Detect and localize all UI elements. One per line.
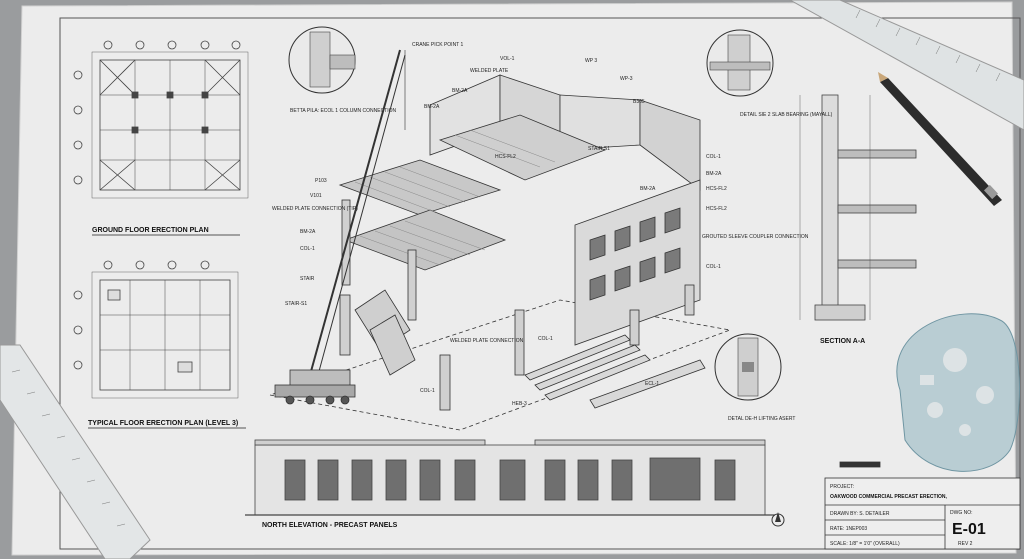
project-name: OAKWOOD COMMERCIAL PRECAST ERECTION, — [830, 494, 947, 500]
typical-floor-plan — [73, 260, 239, 399]
pencil-icon — [878, 72, 1002, 206]
callout-stair-s1: STAIR S1 — [588, 146, 610, 152]
callout-welded-plate-top: WELDED PLATE — [470, 68, 509, 74]
date: RATE: 1NEP003 — [830, 526, 867, 532]
callout-ecol1: ECL-1 — [645, 381, 659, 387]
north-elevation-title: NORTH ELEVATION - PRECAST PANELS — [262, 522, 398, 529]
callout-bm2a-b: BM-2A — [424, 104, 440, 110]
north-elevation — [245, 439, 775, 516]
callout-p103: P103 — [315, 178, 327, 184]
callout-vol1: VOL-1 — [500, 56, 515, 62]
callout-wp3-b: WP-3 — [620, 76, 633, 82]
drafting-template-icon — [896, 313, 1020, 472]
callout-col1-d: COL-1 — [538, 336, 553, 342]
callout-hcs-c: HCS-FL2 — [706, 206, 727, 212]
detail-slab-bearing-label: DETAIL SIE 2 SLAB BEARING (MAYALL) — [740, 112, 833, 118]
callout-grouted-sleeve: GROUTED SLEEVE COUPLER CONNECTION — [702, 234, 809, 240]
revision: REV 2 — [958, 541, 973, 547]
title-block — [824, 461, 1021, 550]
callout-welded-plate-conn: WELDED PLATE CONNECTION (TIP) — [272, 206, 358, 212]
mobile-crane-icon — [274, 49, 406, 405]
callout-stair-s1b: STAIR-S1 — [285, 301, 307, 307]
callout-welded-plate-conn2: WELDED PLATE CONNECTION — [450, 338, 524, 344]
detail-lifting-insert — [714, 333, 782, 401]
callout-wp3-a: WP 3 — [585, 58, 597, 64]
project-label: PROJECT: — [830, 484, 854, 490]
drawn-by: DRAWN BY: S. DETAILER — [830, 511, 890, 517]
callout-bm2a-d: BM-2A — [640, 186, 656, 192]
callout-col1-b: COL-1 — [706, 264, 721, 270]
callout-col1-c: COL-1 — [300, 246, 315, 252]
section-title: SECTION A-A — [820, 338, 865, 345]
section-a-a — [799, 94, 917, 321]
callout-stair: STAIR — [300, 276, 315, 282]
ground-floor-plan-title: GROUND FLOOR ERECTION PLAN — [92, 227, 209, 234]
callout-hcs-a: HCS-FL2 — [495, 154, 516, 160]
scale-ruler-icon — [0, 344, 151, 559]
detail-slab-bearing — [706, 29, 774, 97]
detail-beam-column-label: BETTA PILA: ECOL 1 COLUMN CONNECTION — [290, 108, 397, 114]
callout-bm2a-a: BM-2A — [452, 88, 468, 94]
dwg-no: E-01 — [952, 521, 986, 538]
north-arrow-icon — [771, 512, 785, 527]
isometric-building — [269, 74, 732, 431]
dwg-no-label: DWG NO: — [950, 510, 973, 516]
callout-crane-pick: CRANE PICK POINT 1 — [412, 42, 464, 48]
ground-floor-plan — [73, 40, 249, 199]
callout-b305: B305 — [633, 99, 645, 105]
callout-bm2a-e: BM-2A — [300, 229, 316, 235]
typical-floor-plan-title: TYPICAL FLOOR ERECTION PLAN (LEVEL 3) — [88, 420, 238, 427]
callout-hbf3: HEB-3 — [512, 401, 527, 407]
detail-lifting-insert-label: DETAL DE-H LIFTING ASERT — [728, 416, 795, 422]
callout-hcs-b: HCS-FL2 — [706, 186, 727, 192]
callout-col1-a: COL-1 — [706, 154, 721, 160]
scale-ruler-icon — [788, 0, 1024, 131]
callout-bm2a-c: BM-2A — [706, 171, 722, 177]
callout-v101: V101 — [310, 193, 322, 199]
detail-beam-column — [288, 26, 356, 94]
scale: SCALE: 1/8" = 1'0" (OVERALL) — [830, 541, 900, 547]
callout-col1-e: COL-1 — [420, 388, 435, 394]
